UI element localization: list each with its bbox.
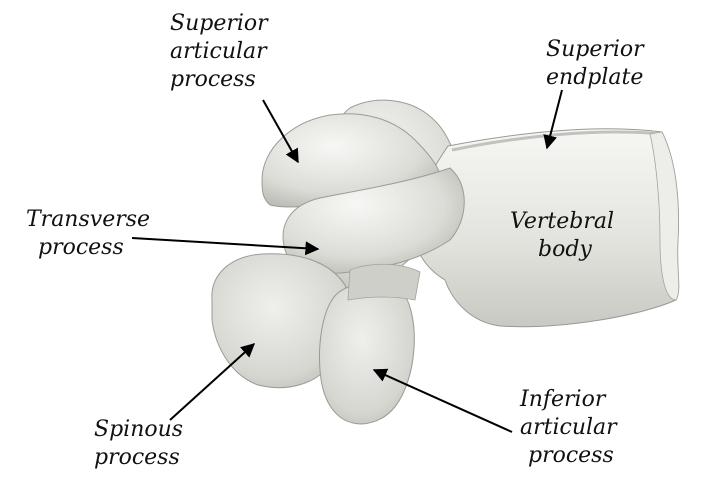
arrow-superior-articular — [262, 99, 299, 164]
body-right-face — [649, 131, 680, 301]
arrow-transverse — [131, 237, 320, 256]
endplate-rim — [451, 130, 661, 152]
label-inferior-articular-process: Inferior articular process — [520, 387, 617, 468]
arrow-inferior-articular — [372, 368, 513, 433]
label-superior-articular-process: Superior articular process — [170, 11, 268, 92]
label-spinous-process: Spinous process — [94, 417, 184, 470]
label-transverse-process: Transverse process — [26, 207, 151, 260]
arrow-superior-endplate — [543, 89, 563, 150]
label-superior-endplate: Superior endplate — [546, 37, 644, 90]
transverse-process-shape — [282, 167, 465, 274]
pedicle-neck — [347, 263, 421, 301]
arrow-spinous — [169, 343, 256, 421]
inferior-articular-shape — [319, 281, 415, 425]
label-vertebral-body: Vertebral body — [510, 209, 615, 262]
